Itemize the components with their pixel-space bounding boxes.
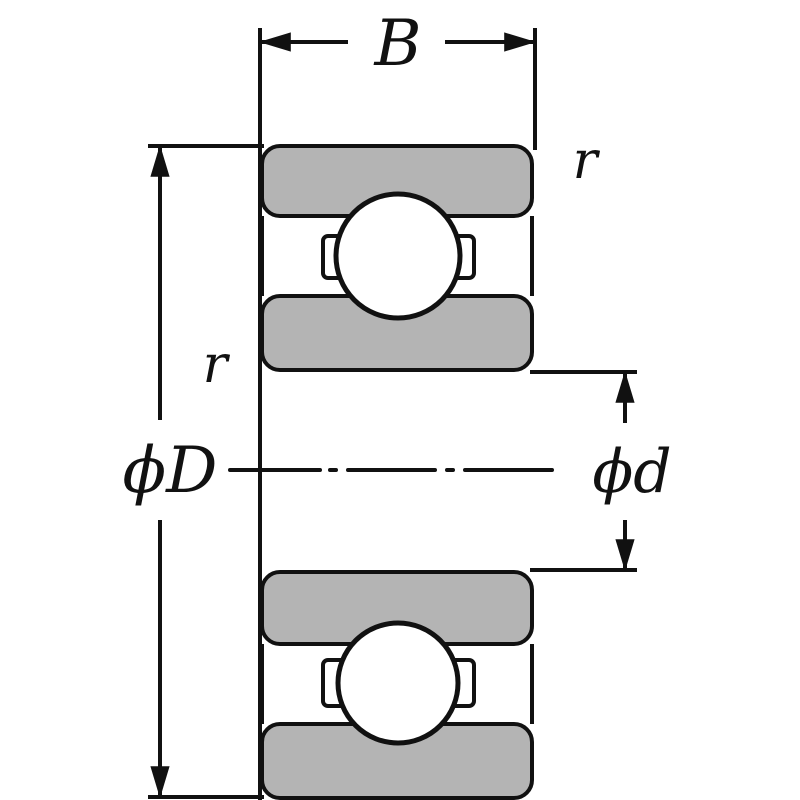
bearing-section-top [260, 144, 534, 372]
outer-diameter-dimension [148, 144, 264, 799]
bore-diameter-dimension [530, 370, 637, 572]
bearing-section-bottom [260, 570, 534, 800]
chamfer-label-left: r [203, 335, 231, 395]
outer-diameter-label: ϕD [123, 434, 218, 508]
ball-bottom [335, 620, 461, 746]
width-label: B [373, 7, 421, 81]
chamfer-label-top: r [573, 131, 601, 191]
ball-top [333, 191, 463, 321]
bore-diameter-label: ϕd [592, 437, 671, 507]
width-dimension [258, 28, 537, 150]
